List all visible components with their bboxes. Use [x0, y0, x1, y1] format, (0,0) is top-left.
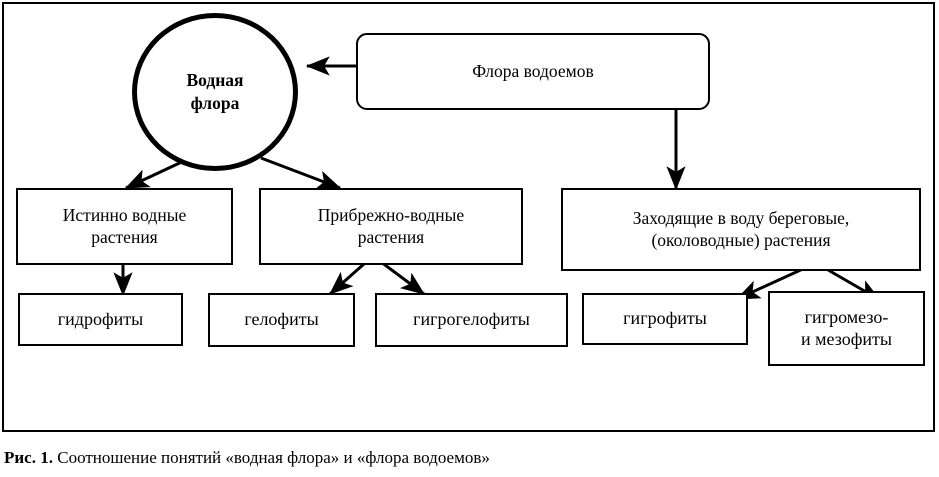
- node-shoreline-plants[interactable]: Заходящие в воду береговые, (околоводные…: [561, 188, 921, 271]
- node-vodnaya-flora-circle[interactable]: Водная флора: [132, 13, 298, 171]
- node-hygromeso-mesophytes-line2: и мезофиты: [801, 328, 892, 349]
- node-hygromeso-mesophytes-line1: гигромезо-: [804, 306, 889, 327]
- edge-circle-to-true-aquatic: [124, 158, 187, 190]
- node-hygrophytes[interactable]: гигрофиты: [582, 293, 748, 345]
- node-flora-vodoemov[interactable]: Флора водоемов: [356, 33, 710, 110]
- node-hydrophytes-label: гидрофиты: [57, 308, 144, 329]
- node-hygrophytes-label: гигрофиты: [623, 308, 707, 329]
- node-hygrohelophytes-label: гигрогелофиты: [413, 309, 530, 330]
- node-coastal-aquatic-plants[interactable]: Прибрежно-водные растения: [259, 188, 523, 265]
- node-vodnaya-flora-label: Водная флора: [186, 69, 243, 115]
- node-shoreline-plants-label: Заходящие в воду береговые, (околоводные…: [633, 208, 849, 251]
- node-shoreline-plants-line2: (околоводные) растения: [651, 229, 831, 250]
- node-hydrophytes[interactable]: гидрофиты: [18, 293, 183, 346]
- figure-caption: Рис. 1. Соотношение понятий «водная флор…: [4, 447, 924, 468]
- node-true-aquatic-plants-line2: растения: [91, 226, 158, 247]
- node-coastal-aquatic-plants-label: Прибрежно-водные растения: [318, 205, 464, 248]
- node-hygromeso-mesophytes-label: гигромезо- и мезофиты: [801, 307, 892, 351]
- node-coastal-aquatic-plants-line2: растения: [357, 226, 425, 247]
- edge-circle-to-coastal-aquatic: [260, 156, 342, 190]
- figure-caption-text: Соотношение понятий «водная флора» и «фл…: [57, 448, 490, 467]
- node-true-aquatic-plants[interactable]: Истинно водные растения: [16, 188, 233, 265]
- node-true-aquatic-plants-label: Истинно водные растения: [63, 205, 186, 248]
- node-true-aquatic-plants-line1: Истинно водные: [62, 205, 187, 226]
- node-coastal-aquatic-plants-line1: Прибрежно-водные: [317, 205, 465, 226]
- node-flora-vodoemov-label: Флора водоемов: [472, 60, 594, 81]
- node-hygrohelophytes[interactable]: гигрогелофиты: [375, 293, 568, 347]
- node-vodnaya-flora-line1: Водная: [186, 70, 244, 91]
- figure-caption-label: Рис. 1.: [4, 448, 53, 467]
- node-vodnaya-flora-line2: флора: [190, 93, 240, 113]
- node-hygromeso-mesophytes[interactable]: гигромезо- и мезофиты: [768, 291, 925, 366]
- node-shoreline-plants-line1: Заходящие в воду береговые,: [632, 208, 850, 229]
- node-helophytes[interactable]: гелофиты: [208, 293, 355, 347]
- node-helophytes-label: гелофиты: [244, 309, 319, 330]
